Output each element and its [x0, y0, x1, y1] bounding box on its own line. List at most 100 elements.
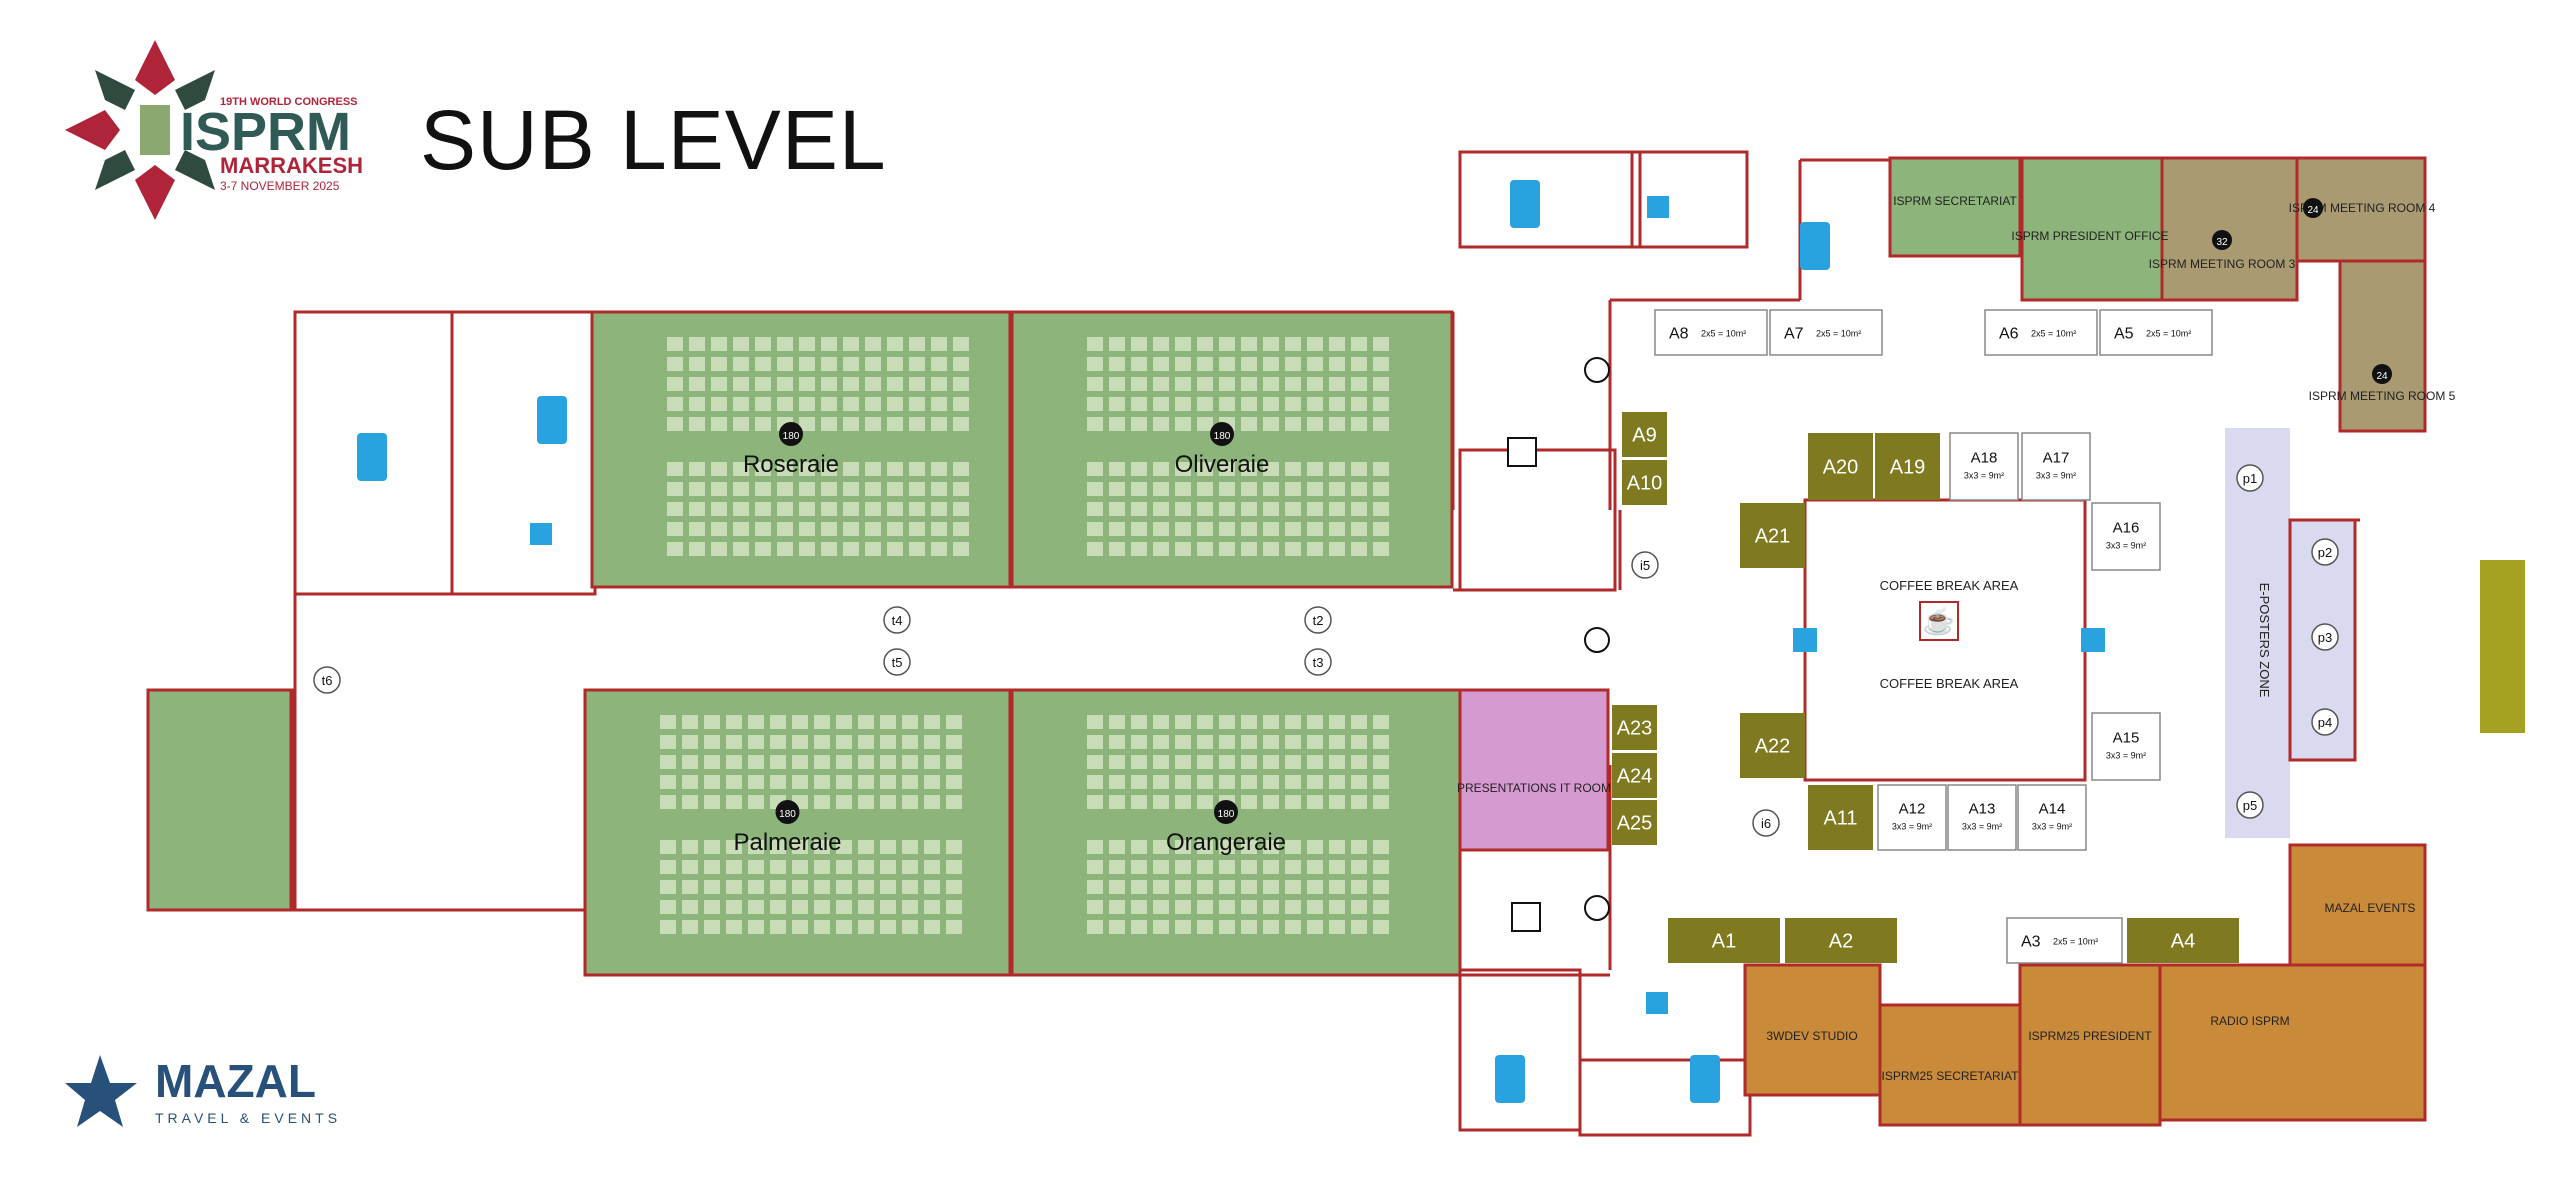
room-studio[interactable]: [1743, 963, 1882, 1097]
seat: [1263, 735, 1279, 749]
seat: [792, 900, 808, 914]
booth-a14[interactable]: [2017, 784, 2087, 851]
seat: [748, 880, 764, 894]
booth-a8[interactable]: [1654, 309, 1768, 356]
seat: [1241, 735, 1257, 749]
seat: [1241, 462, 1257, 476]
room-secretariat[interactable]: [1888, 156, 2022, 258]
seat: [1351, 417, 1367, 431]
seat: [682, 880, 698, 894]
room-it[interactable]: [1458, 688, 1610, 852]
seat: [777, 397, 793, 411]
seat: [733, 522, 749, 536]
booth-a17[interactable]: [2021, 432, 2091, 501]
seat: [909, 417, 925, 431]
marker-p5[interactable]: [2236, 791, 2264, 819]
room-meeting-3[interactable]: [2160, 156, 2299, 302]
booth-a25[interactable]: [1612, 800, 1657, 845]
booth-a5[interactable]: [2099, 309, 2213, 356]
booth-a2[interactable]: [1785, 918, 1897, 963]
room-secretariat25[interactable]: [1878, 1003, 2022, 1127]
booth-a21[interactable]: [1740, 503, 1805, 568]
booth-a15[interactable]: [2091, 712, 2161, 781]
hall-capacity: 180: [1218, 809, 1235, 820]
marker-t6[interactable]: [313, 666, 341, 694]
booth-a9[interactable]: [1622, 412, 1667, 457]
room-president25[interactable]: [2018, 963, 2162, 1127]
booth-a24[interactable]: [1612, 753, 1657, 798]
marker-i5[interactable]: [1631, 551, 1659, 579]
seat: [711, 357, 727, 371]
seat: [902, 775, 918, 789]
booth-a16[interactable]: [2091, 502, 2161, 571]
marker-label: i5: [1640, 558, 1650, 573]
seat: [1307, 735, 1323, 749]
marker-label: t3: [1313, 655, 1324, 670]
marker-p4[interactable]: [2311, 708, 2339, 736]
seat: [799, 522, 815, 536]
seat: [902, 920, 918, 934]
marker-t2[interactable]: [1304, 606, 1332, 634]
booth-size: 3x3 = 9m²: [1962, 822, 2002, 832]
marker-t4[interactable]: [883, 606, 911, 634]
marker-t5[interactable]: [883, 648, 911, 676]
booth-a20[interactable]: [1808, 433, 1873, 500]
seat: [755, 417, 771, 431]
booth-a12[interactable]: [1877, 784, 1947, 851]
seat: [1307, 397, 1323, 411]
room-president-office[interactable]: [2020, 156, 2164, 302]
seat: [733, 357, 749, 371]
seat: [1307, 775, 1323, 789]
room-radio[interactable]: [2158, 963, 2427, 1122]
restroom-icon: [357, 433, 387, 481]
seat: [946, 775, 962, 789]
side-accent-bar: [2480, 560, 2525, 733]
seat: [821, 522, 837, 536]
seat: [1263, 795, 1279, 809]
marker-t3[interactable]: [1304, 648, 1332, 676]
booth-a3[interactable]: [2006, 917, 2123, 964]
booth-a4[interactable]: [2127, 918, 2239, 963]
seat: [1175, 542, 1191, 556]
booth-a18[interactable]: [1949, 432, 2019, 501]
seat: [1197, 920, 1213, 934]
seat: [1285, 397, 1301, 411]
seat: [777, 522, 793, 536]
booth-a23[interactable]: [1612, 705, 1657, 750]
seat: [880, 920, 896, 934]
seat: [946, 755, 962, 769]
seat: [924, 775, 940, 789]
seat: [770, 775, 786, 789]
seat: [1131, 715, 1147, 729]
marker-p1[interactable]: [2236, 464, 2264, 492]
booth-a22[interactable]: [1740, 713, 1805, 778]
marker-p2[interactable]: [2311, 538, 2339, 566]
seat: [660, 755, 676, 769]
seat: [1219, 880, 1235, 894]
booth-a11[interactable]: [1808, 785, 1873, 850]
room-meeting-5[interactable]: [2338, 259, 2427, 433]
room-mazal-events[interactable]: [2288, 843, 2427, 967]
booth-a1[interactable]: [1668, 918, 1780, 963]
hall-name: Palmeraie: [733, 829, 841, 856]
seat: [1153, 735, 1169, 749]
seat: [909, 357, 925, 371]
hall-arganier[interactable]: [146, 688, 293, 912]
seat: [821, 337, 837, 351]
seat: [1351, 482, 1367, 496]
booth-a7[interactable]: [1769, 309, 1883, 356]
booth-a19[interactable]: [1875, 433, 1940, 500]
marker-i6[interactable]: [1752, 809, 1780, 837]
booth-a10[interactable]: [1622, 460, 1667, 505]
marker-p3[interactable]: [2311, 623, 2339, 651]
seat: [1307, 900, 1323, 914]
seat: [880, 880, 896, 894]
zone-eposters[interactable]: [2225, 428, 2290, 838]
seat: [814, 880, 830, 894]
seat: [733, 542, 749, 556]
seat: [1307, 502, 1323, 516]
booth-a6[interactable]: [1984, 309, 2098, 356]
seat: [1153, 502, 1169, 516]
seat: [1329, 462, 1345, 476]
booth-a13[interactable]: [1947, 784, 2017, 851]
